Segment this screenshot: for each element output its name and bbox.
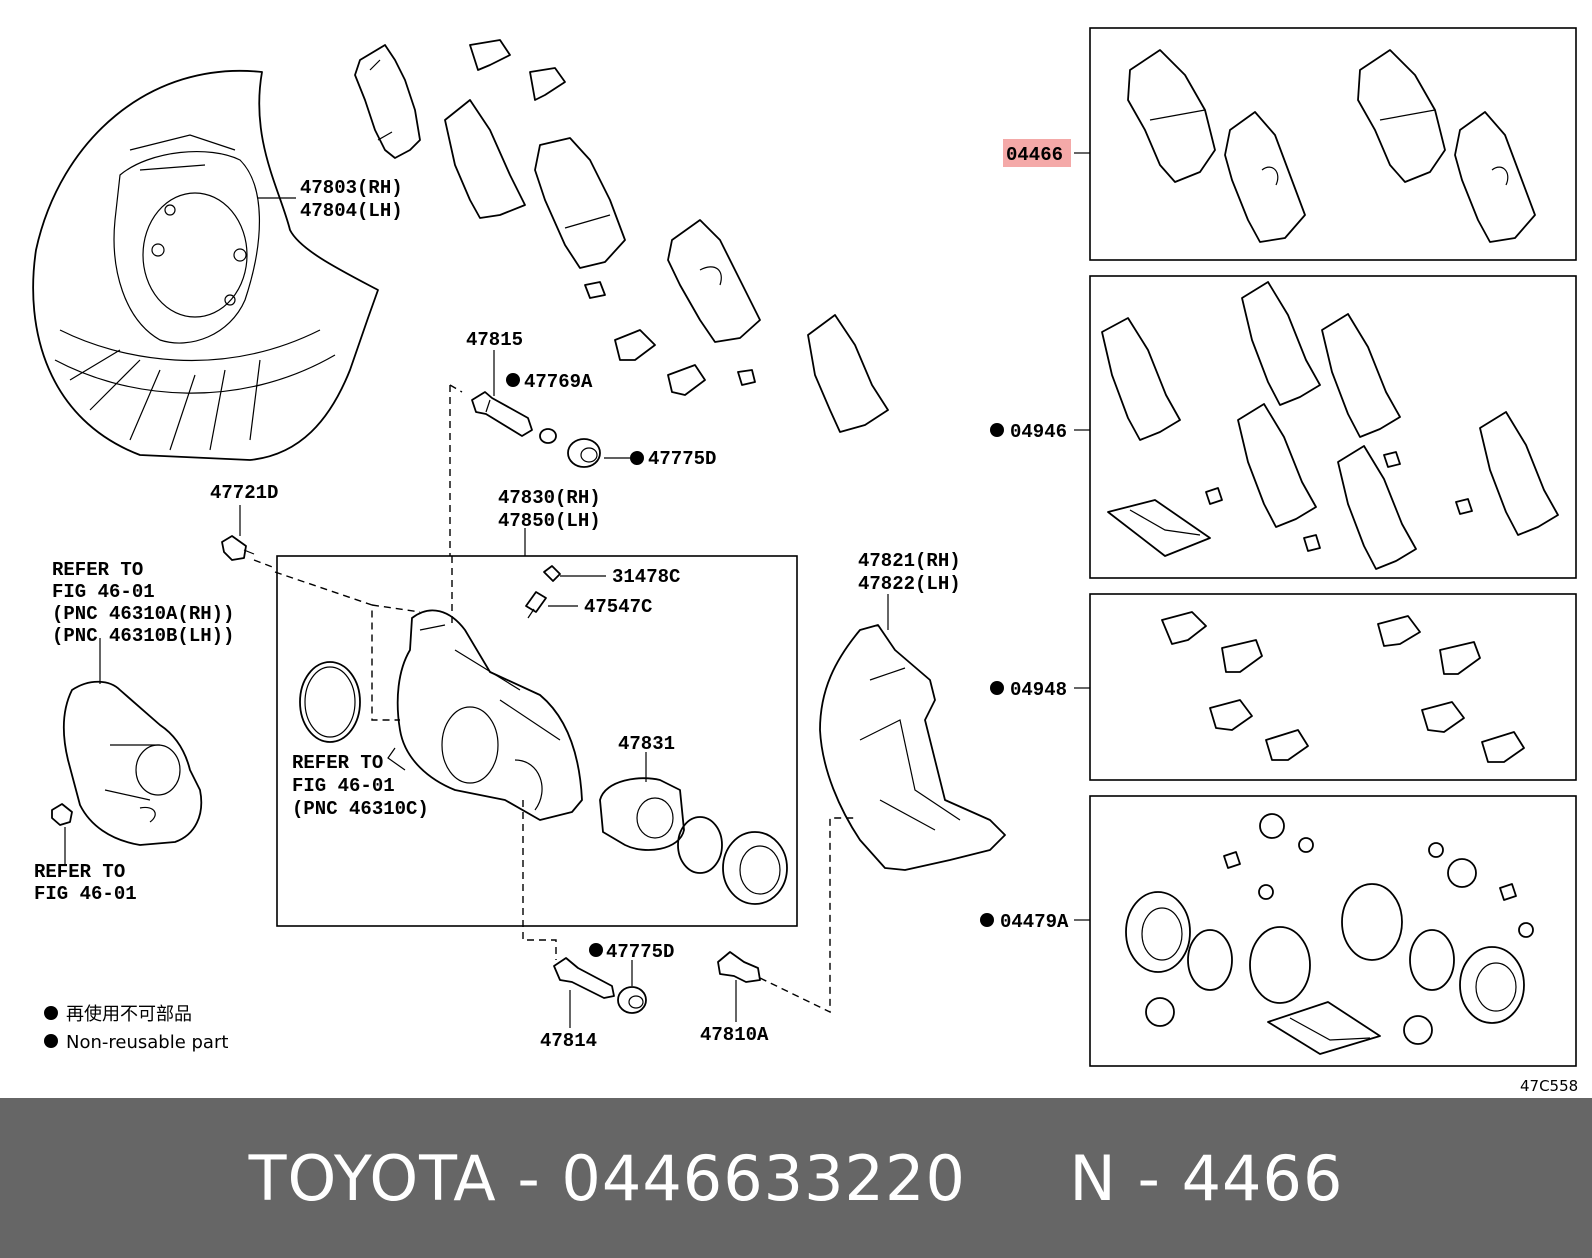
refer-motor-1: REFER TO <box>52 559 143 581</box>
refer-motor-3: (PNC 46310A(RH)) <box>52 603 234 625</box>
label-47810A: 47810A <box>700 1024 769 1046</box>
dust-shield[interactable] <box>32 69 379 461</box>
seal-ring[interactable] <box>299 661 361 743</box>
pad-small-clips[interactable] <box>584 281 756 396</box>
parts-diagram: 47803(RH) 47804(LH) 47815 <box>32 27 1579 1095</box>
slide-pin-47815[interactable] <box>471 391 533 437</box>
motor-bolt[interactable] <box>51 803 73 826</box>
bolt-47810A[interactable] <box>717 951 761 983</box>
label-47721D: 47721D <box>210 482 278 504</box>
label-47775D-bottom: 47775D <box>606 941 674 963</box>
kit-04479A-seals[interactable] <box>1125 813 1534 1055</box>
label-47814: 47814 <box>540 1030 597 1052</box>
label-47769A: 47769A <box>524 371 593 393</box>
label-47547C: 47547C <box>584 596 652 618</box>
label-47775D-top: 47775D <box>648 448 716 470</box>
pad-shim-upper[interactable] <box>354 44 421 159</box>
label-shield: 47803(RH) 47804(LH) <box>258 177 403 222</box>
assembly-lines <box>253 384 858 1014</box>
bushing-47769A[interactable] <box>539 428 557 444</box>
legend-en: Non-reusable part <box>66 1032 228 1053</box>
kit-box-04946 <box>1089 275 1577 579</box>
refer-bolt-2: FIG 46-01 <box>34 883 137 905</box>
caliper-assembly-box <box>276 555 798 927</box>
refer-ring-3: (PNC 46310C) <box>292 798 429 820</box>
refer-ring-1: REFER TO <box>292 752 383 774</box>
label-47821: 47821(RH) <box>858 550 961 572</box>
kit-04948-clips[interactable] <box>1161 611 1525 763</box>
brake-pad-inner[interactable] <box>667 219 761 343</box>
slide-pin-47814[interactable] <box>553 957 615 999</box>
pad-clip-upper[interactable] <box>469 39 566 101</box>
piston-seal[interactable] <box>677 816 723 874</box>
refer-bolt-1: REFER TO <box>34 861 125 883</box>
pad-shim-right[interactable] <box>807 314 889 433</box>
piston-boot[interactable] <box>722 831 788 905</box>
bolt-47721D[interactable] <box>221 535 255 561</box>
figure-code: 47C558 <box>1520 1077 1578 1095</box>
refer-ring-2: FIG 46-01 <box>292 775 395 797</box>
footer-part-number: TOYOTA - 0446633220 N - 4466 <box>248 1141 1344 1215</box>
caliper-body[interactable] <box>387 609 583 821</box>
label-47803: 47803(RH) <box>300 177 403 199</box>
label-47831: 47831 <box>618 733 675 755</box>
label-31478C: 31478C <box>612 566 680 588</box>
label-47850: 47850(LH) <box>498 510 601 532</box>
footer-bar: TOYOTA - 0446633220 N - 4466 <box>0 1098 1592 1258</box>
bleeder-plug-47547C[interactable] <box>525 591 547 619</box>
boot-47775D-bottom[interactable] <box>617 986 647 1014</box>
legend-jp: 再使用不可部品 <box>66 1004 192 1025</box>
bleeder-cap-31478C[interactable] <box>543 565 561 582</box>
kit-04946-shims[interactable] <box>1101 281 1559 570</box>
boot-47775D-top[interactable] <box>567 438 601 468</box>
label-47822: 47822(LH) <box>858 573 961 595</box>
pad-shim-middle[interactable] <box>444 99 526 219</box>
caliper-mounting-bracket[interactable] <box>819 624 1006 871</box>
label-47815: 47815 <box>466 329 523 351</box>
refer-motor-2: FIG 46-01 <box>52 581 155 603</box>
label-04466: 04466 <box>1006 144 1063 166</box>
label-04946: 04946 <box>1010 421 1067 443</box>
brake-pad-outer[interactable] <box>534 137 626 269</box>
legend: 再使用不可部品 Non-reusable part <box>44 1004 228 1053</box>
highlight-04466 <box>1003 139 1071 167</box>
parking-motor[interactable] <box>63 680 203 846</box>
label-04948: 04948 <box>1010 679 1067 701</box>
piston-47831[interactable] <box>599 777 685 851</box>
label-04479A: 04479A <box>1000 911 1069 933</box>
kit-box-04948 <box>1089 593 1577 781</box>
kit-box-04479A <box>1089 795 1577 1067</box>
label-47830: 47830(RH) <box>498 487 601 509</box>
label-47804: 47804(LH) <box>300 200 403 222</box>
kit-04466-pads[interactable] <box>1127 49 1536 243</box>
kit-box-04466 <box>1089 27 1577 261</box>
refer-motor-4: (PNC 46310B(LH)) <box>52 625 234 647</box>
